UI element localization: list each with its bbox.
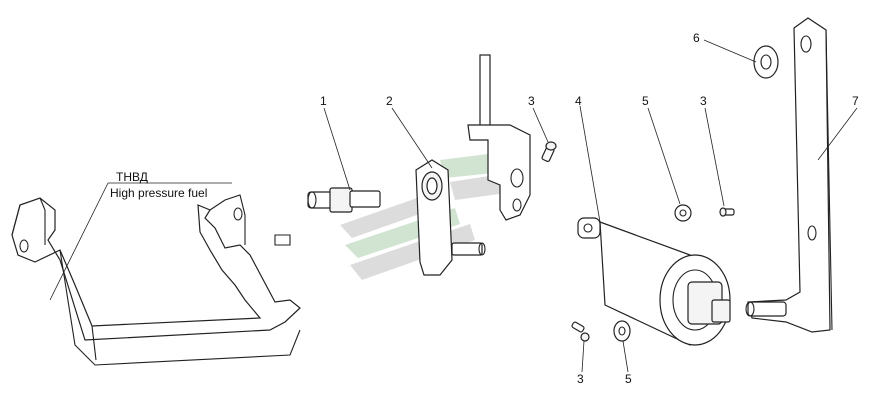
callout-1: 1 [320,94,327,108]
callout-6: 6 [693,31,700,45]
part-5-washer-bottom [613,320,631,342]
part-3-screw-bottom [571,321,590,342]
part-2-lever [415,159,486,276]
part-4-solenoid [577,217,731,346]
part-7-bracket [745,17,833,333]
callout-2: 2 [386,94,393,108]
pump-bracket [11,194,301,366]
callout-5-bottom: 5 [625,372,632,386]
part-1-bolt [307,187,381,213]
callout-7: 7 [852,94,859,108]
callout-3-bottom: 3 [577,372,584,386]
part-6-washer [753,45,779,79]
part-3-screw-mid [719,207,735,217]
part-3-screw-top [541,141,557,162]
caption-line-2: High pressure fuel [110,186,208,200]
caption-line-1: ТНВД [116,170,148,184]
callout-4: 4 [575,94,582,108]
rod-bracket [467,54,531,221]
callout-5-top: 5 [642,94,649,108]
callout-3-top: 3 [528,94,535,108]
part-5-washer-top [674,204,692,222]
callout-3-mid: 3 [700,94,707,108]
